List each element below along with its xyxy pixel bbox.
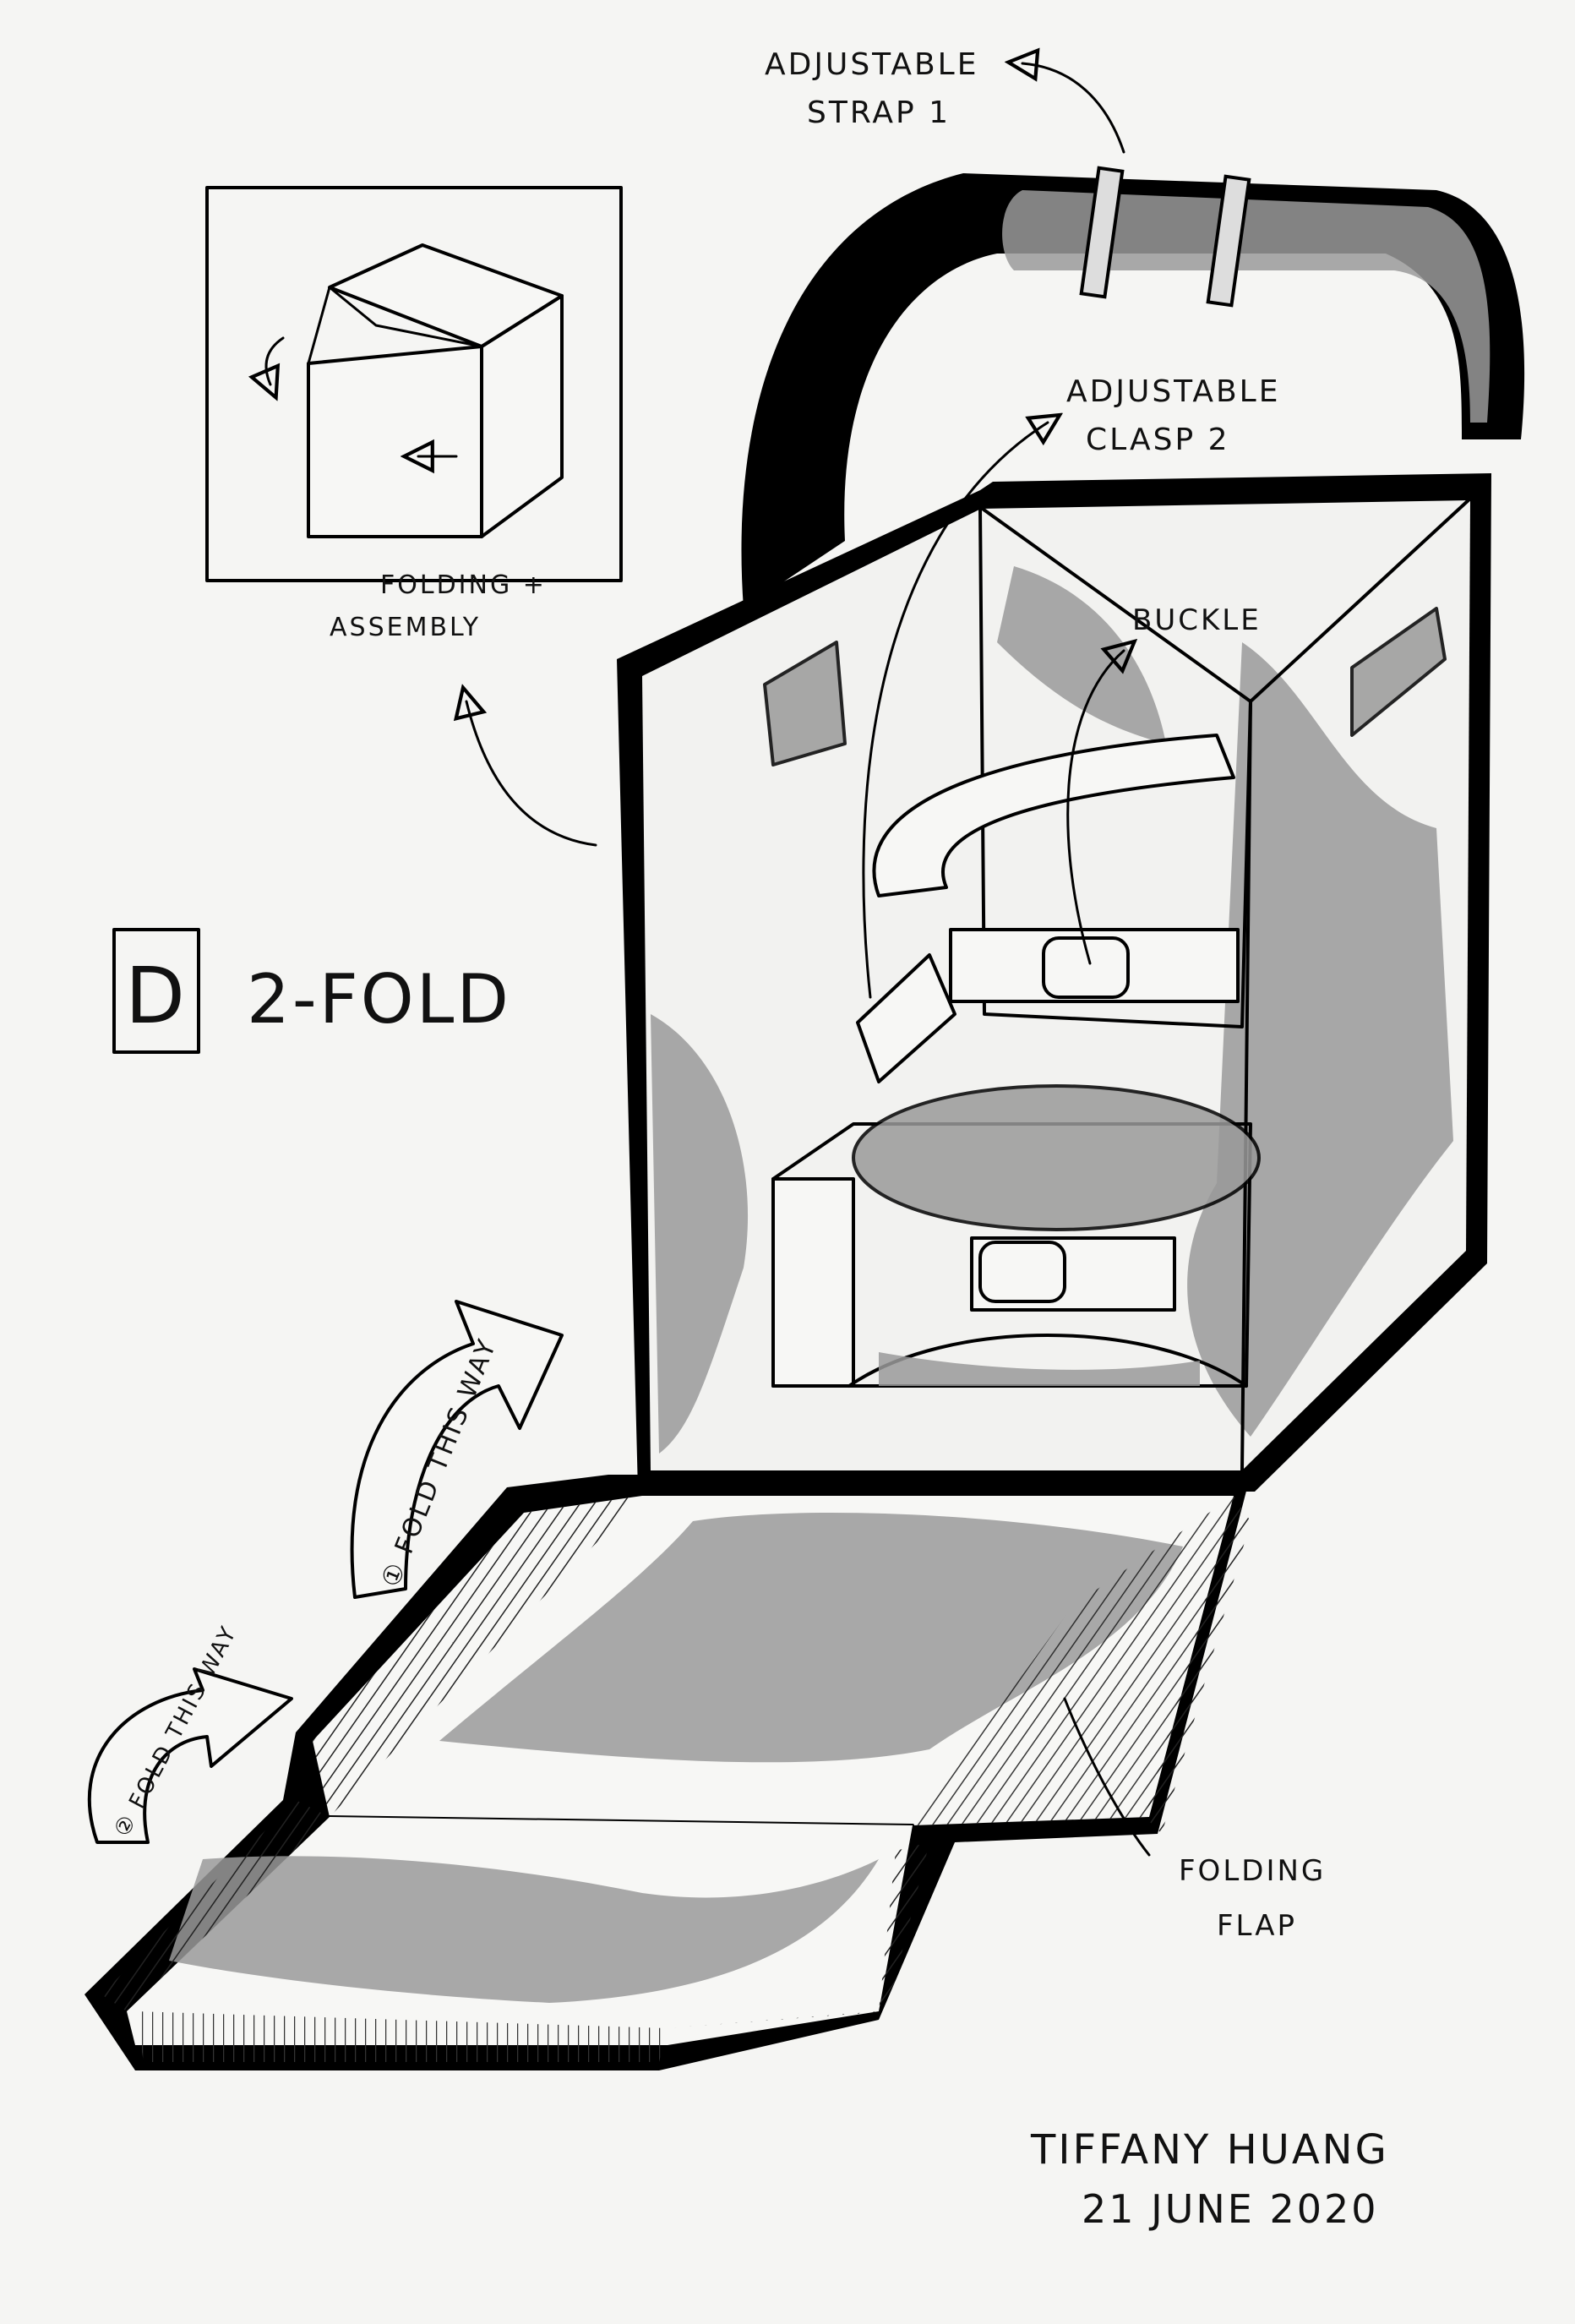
assembly-label-line-1: FOLDING + xyxy=(380,570,547,600)
label-folding-flap: FOLDING FLAP xyxy=(1179,1854,1326,1943)
clasp-label-line-1: ADJUSTABLE xyxy=(1066,374,1281,409)
flap-label-line-2: FLAP xyxy=(1217,1909,1297,1943)
label-adjustable-clasp: ADJUSTABLE CLASP 2 xyxy=(1066,374,1281,457)
title-block: D 2-FOLD xyxy=(114,930,511,1052)
label-adjustable-strap: ADJUSTABLE STRAP 1 xyxy=(765,47,979,130)
assembly-label-line-2: ASSEMBLY xyxy=(330,613,481,642)
signature-date: 21 JUNE 2020 xyxy=(1082,2186,1379,2232)
strap-callout-line xyxy=(1022,63,1124,152)
folding-tray xyxy=(84,1475,1251,2070)
clasp-label-line-2: CLASP 2 xyxy=(1086,423,1230,457)
buckle-lower xyxy=(980,1242,1065,1301)
title-text: 2-FOLD xyxy=(247,960,511,1039)
signature-block: TIFFANY HUANG 21 JUNE 2020 xyxy=(1030,2126,1389,2232)
inset-folding-assembly xyxy=(207,188,621,581)
fold-arrow-2: ② FOLD THIS WAY xyxy=(90,1621,292,1842)
signature-name: TIFFANY HUANG xyxy=(1030,2126,1389,2174)
assembly-callout-line xyxy=(466,701,596,845)
title-letter: D xyxy=(125,951,188,1041)
flap-label-line-1: FOLDING xyxy=(1179,1854,1326,1888)
strap-label-line-2: STRAP 1 xyxy=(807,95,951,130)
label-buckle: BUCKLE xyxy=(1132,603,1262,637)
strap-label-line-1: ADJUSTABLE xyxy=(765,47,979,82)
